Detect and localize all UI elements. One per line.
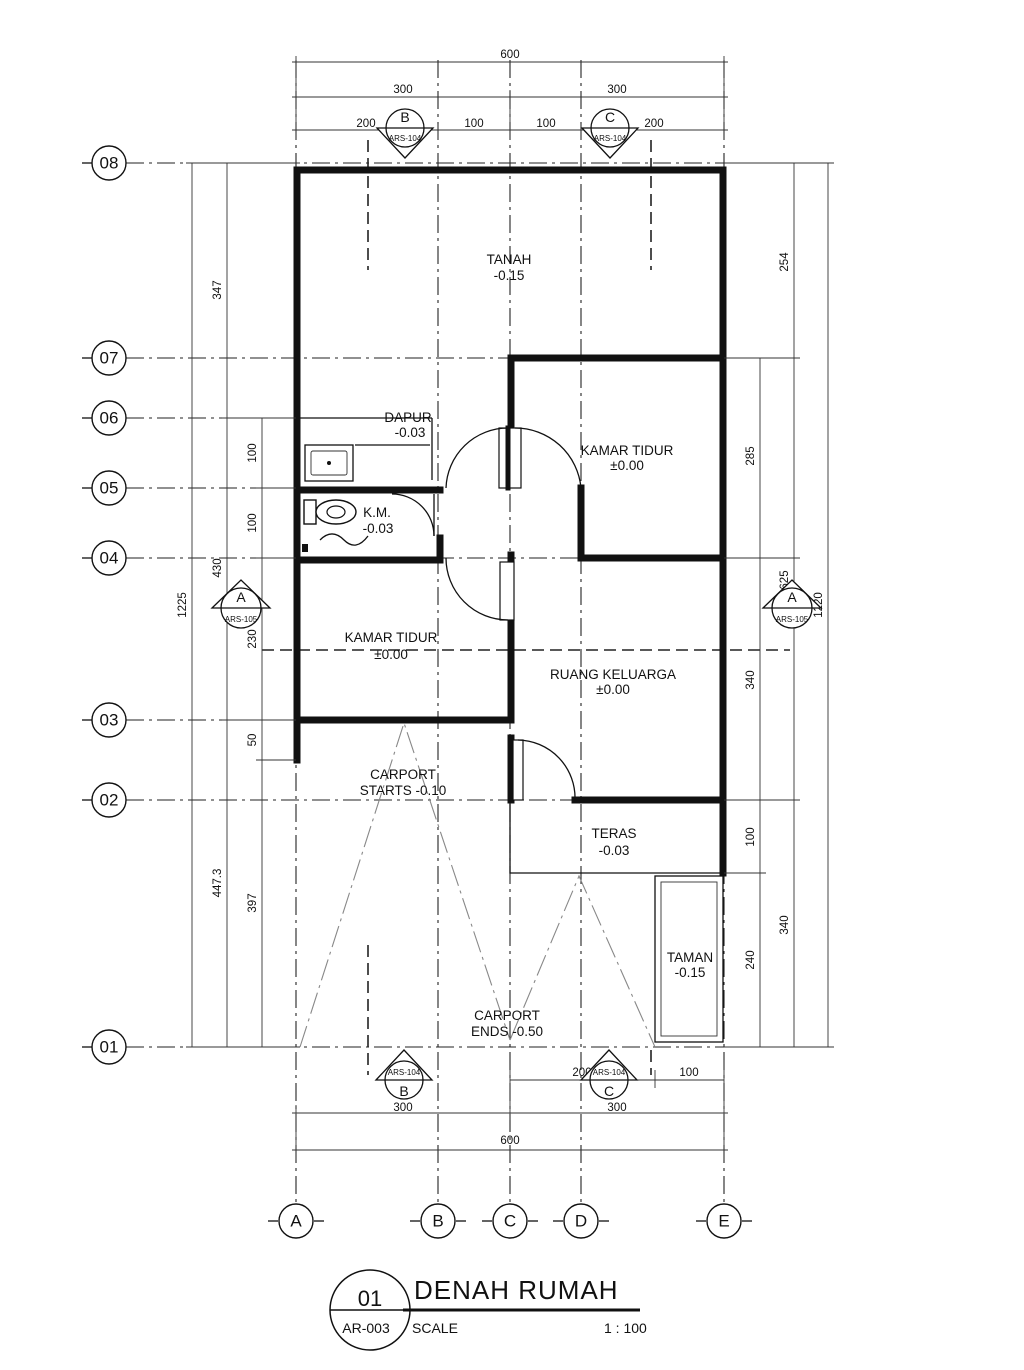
section-b-top-letter: B bbox=[400, 109, 409, 125]
grid-label-03: 03 bbox=[100, 711, 119, 730]
section-b-bottom-ref: ARS-104 bbox=[388, 1068, 421, 1077]
grid-bubbles-vertical: A B C D E bbox=[268, 1203, 752, 1239]
room-tanah-level: -0.15 bbox=[494, 268, 525, 283]
dim-right-240: 240 bbox=[745, 950, 757, 969]
room-labels: TANAH -0.15 DAPUR -0.03 KAMAR TIDUR ±0.0… bbox=[345, 252, 714, 1039]
room-km-name: K.M. bbox=[363, 505, 391, 520]
grid-label-a: A bbox=[290, 1212, 302, 1231]
dim-left-middle: 430 bbox=[212, 558, 224, 577]
section-a-right-ref: ARS-105 bbox=[776, 615, 809, 624]
grid-label-07: 07 bbox=[100, 349, 119, 368]
room-teras-level: -0.03 bbox=[599, 843, 630, 858]
dim-left-100-b: 100 bbox=[247, 513, 259, 532]
title-block: 01 AR-003 DENAH RUMAH SCALE 1 : 100 bbox=[329, 1269, 647, 1351]
walls bbox=[293, 166, 727, 877]
room-km-level: -0.03 bbox=[363, 521, 394, 536]
dim-top-seg-4: 200 bbox=[644, 118, 663, 130]
drawing-number: 01 bbox=[358, 1286, 382, 1311]
section-marker-c-bottom: ARS-104 C bbox=[579, 1049, 639, 1100]
section-a-left-letter: A bbox=[236, 589, 246, 605]
section-a-left-ref: ARS-105 bbox=[225, 615, 258, 624]
room-carport-start-level: STARTS -0.10 bbox=[360, 783, 447, 798]
dim-top-seg-1: 200 bbox=[356, 118, 375, 130]
section-c-top-letter: C bbox=[605, 109, 615, 125]
room-carport-end-name: CARPORT bbox=[474, 1008, 540, 1023]
dim-left-50: 50 bbox=[247, 734, 259, 747]
room-carport-end-level: ENDS -0.50 bbox=[471, 1024, 543, 1039]
carport-ramp-lines bbox=[299, 721, 656, 1048]
kitchen-sink-icon bbox=[304, 444, 430, 482]
room-dapur-name: DAPUR bbox=[384, 410, 432, 425]
dim-right-340-b: 340 bbox=[779, 915, 791, 934]
teras-outline bbox=[509, 800, 720, 874]
room-dapur-level: -0.03 bbox=[395, 425, 426, 440]
room-kamar-tidur-1-level: ±0.00 bbox=[610, 458, 644, 473]
room-kamar-tidur-1-name: KAMAR TIDUR bbox=[581, 443, 674, 458]
grid-label-d: D bbox=[575, 1212, 587, 1231]
dim-left-397: 397 bbox=[247, 893, 259, 912]
dim-bottom-left-half: 300 bbox=[393, 1102, 412, 1114]
section-b-top-ref: ARS-104 bbox=[389, 134, 422, 143]
section-marker-a-right: A ARS-105 bbox=[761, 579, 823, 629]
dim-top-left-half: 300 bbox=[393, 84, 412, 96]
dim-bottom-right-half: 300 bbox=[607, 1102, 626, 1114]
grid-label-05: 05 bbox=[100, 479, 119, 498]
bottom-dimensions: 200 100 300 300 600 bbox=[292, 1060, 728, 1160]
section-marker-b-top: B ARS-104 bbox=[375, 108, 435, 159]
grid-label-b: B bbox=[432, 1212, 443, 1231]
dim-right-285: 285 bbox=[745, 446, 757, 465]
grid-bubbles-horizontal: 08 07 06 05 04 03 02 01 bbox=[82, 145, 127, 1065]
grid-label-c: C bbox=[504, 1212, 516, 1231]
grid-label-08: 08 bbox=[100, 154, 119, 173]
dim-bottom-seg-2: 100 bbox=[679, 1067, 698, 1079]
scale-label: SCALE bbox=[412, 1320, 458, 1336]
room-taman-name: TAMAN bbox=[667, 950, 713, 965]
section-marker-a-left: A ARS-105 bbox=[210, 579, 272, 629]
grid-label-06: 06 bbox=[100, 409, 119, 428]
room-ruang-keluarga-level: ±0.00 bbox=[596, 682, 630, 697]
dim-right-overall: 1220 bbox=[813, 592, 825, 618]
dim-left-lower: 447.3 bbox=[212, 869, 224, 898]
room-taman-level: -0.15 bbox=[675, 965, 706, 980]
section-marker-b-bottom: ARS-104 B bbox=[374, 1049, 434, 1100]
dim-left-100-a: 100 bbox=[247, 443, 259, 462]
room-kamar-tidur-2-name: KAMAR TIDUR bbox=[345, 630, 438, 645]
room-teras-name: TERAS bbox=[591, 826, 636, 841]
room-carport-start-name: CARPORT bbox=[370, 767, 436, 782]
dim-right-340-a: 340 bbox=[745, 670, 757, 689]
dim-top-seg-2: 100 bbox=[464, 118, 483, 130]
dim-left-upper: 347 bbox=[212, 280, 224, 299]
dim-right-100: 100 bbox=[745, 827, 757, 846]
dim-top-seg-3: 100 bbox=[536, 118, 555, 130]
dim-top-total: 600 bbox=[500, 49, 519, 61]
dim-top-right-half: 300 bbox=[607, 84, 626, 96]
grid-label-01: 01 bbox=[100, 1038, 119, 1057]
section-cut-lines bbox=[262, 140, 790, 1075]
grid-label-04: 04 bbox=[100, 549, 119, 568]
toilet-icon bbox=[302, 499, 369, 552]
dim-left-230: 230 bbox=[247, 629, 259, 648]
sheet-number: AR-003 bbox=[342, 1320, 390, 1336]
section-a-right-letter: A bbox=[787, 589, 797, 605]
scale-value: 1 : 100 bbox=[604, 1320, 647, 1336]
dim-left-overall: 1225 bbox=[177, 592, 189, 618]
room-ruang-keluarga-name: RUANG KELUARGA bbox=[550, 667, 676, 682]
section-b-bottom-letter: B bbox=[399, 1083, 408, 1099]
dim-bottom-total: 600 bbox=[500, 1135, 519, 1147]
doors bbox=[391, 425, 582, 801]
grid-label-e: E bbox=[718, 1212, 729, 1231]
room-kamar-tidur-2-level: ±0.00 bbox=[374, 647, 408, 662]
top-dimensions: 600 300 300 200 100 100 200 bbox=[292, 49, 728, 140]
drawing-title: DENAH RUMAH bbox=[414, 1275, 619, 1305]
dim-right-254: 254 bbox=[779, 252, 791, 272]
section-c-bottom-letter: C bbox=[604, 1083, 614, 1099]
section-marker-c-top: C ARS-104 bbox=[580, 108, 640, 159]
room-tanah-name: TANAH bbox=[487, 252, 532, 267]
grid-label-02: 02 bbox=[100, 791, 119, 810]
section-c-bottom-ref: ARS-104 bbox=[593, 1068, 626, 1077]
taman-outline bbox=[654, 875, 724, 1043]
section-c-top-ref: ARS-104 bbox=[594, 134, 627, 143]
